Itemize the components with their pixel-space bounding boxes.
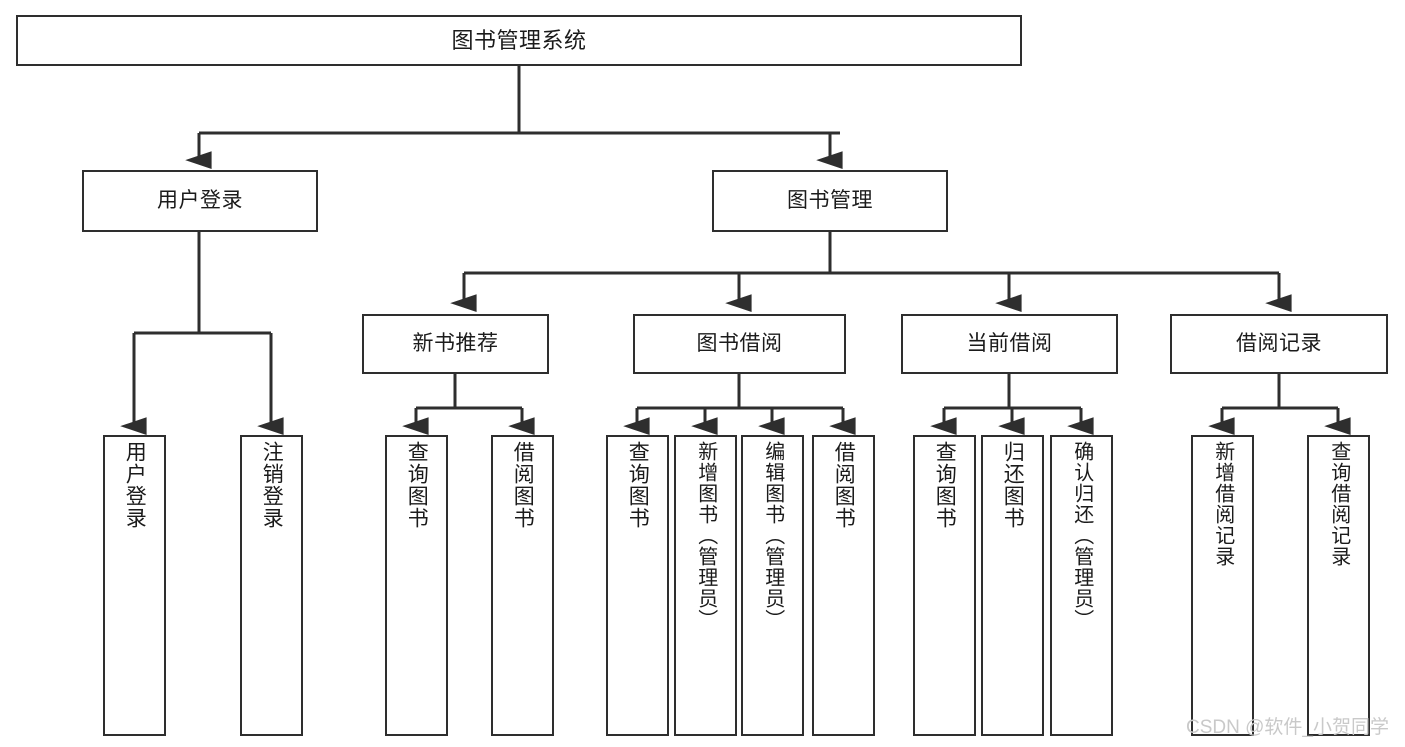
leaf-borrow-add-book-admin[interactable]: 新增图书（管理员） — [674, 435, 737, 736]
leaf-record-add[interactable]: 新增借阅记录 — [1191, 435, 1254, 736]
leaf-new-book-borrow[interactable]: 借阅图书 — [491, 435, 554, 736]
node-label: 查询借阅记录 — [1327, 441, 1350, 567]
node-label: 图书借阅 — [696, 331, 783, 355]
leaf-current-confirm-return-admin[interactable]: 确认归还（管理员） — [1050, 435, 1113, 736]
node-label: 查询图书 — [626, 441, 650, 529]
node-label: 确认归还（管理员） — [1070, 441, 1093, 630]
node-label: 用户登录 — [157, 188, 243, 212]
node-new-book-recommend[interactable]: 新书推荐 — [362, 314, 549, 374]
node-label: 当前借阅 — [966, 331, 1053, 355]
node-label: 图书管理系统 — [451, 27, 587, 53]
leaf-new-book-query[interactable]: 查询图书 — [385, 435, 448, 736]
node-label: 新增借阅记录 — [1211, 441, 1234, 567]
node-book-management[interactable]: 图书管理 — [712, 170, 948, 232]
node-label: 查询图书 — [405, 441, 429, 529]
node-label: 借阅图书 — [511, 441, 535, 529]
leaf-current-query-book[interactable]: 查询图书 — [913, 435, 976, 736]
node-current-borrow[interactable]: 当前借阅 — [901, 314, 1118, 374]
node-label: 注销登录 — [260, 441, 284, 529]
node-user-login[interactable]: 用户登录 — [82, 170, 318, 232]
node-label: 用户登录 — [123, 441, 147, 529]
node-label: 图书管理 — [787, 188, 873, 212]
node-borrow-record[interactable]: 借阅记录 — [1170, 314, 1388, 374]
node-label: 新书推荐 — [412, 331, 499, 355]
node-root-system[interactable]: 图书管理系统 — [16, 15, 1022, 66]
leaf-user-login[interactable]: 用户登录 — [103, 435, 166, 736]
node-label: 归还图书 — [1001, 441, 1025, 529]
leaf-borrow-query-book[interactable]: 查询图书 — [606, 435, 669, 736]
leaf-current-return-book[interactable]: 归还图书 — [981, 435, 1044, 736]
node-label: 编辑图书（管理员） — [761, 441, 784, 630]
leaf-user-logout[interactable]: 注销登录 — [240, 435, 303, 736]
csdn-watermark: CSDN @软件_小贺同学 — [1186, 717, 1389, 738]
leaf-borrow-edit-book-admin[interactable]: 编辑图书（管理员） — [741, 435, 804, 736]
node-label: 借阅记录 — [1236, 331, 1322, 355]
node-label: 新增图书（管理员） — [694, 441, 717, 630]
node-book-borrow[interactable]: 图书借阅 — [633, 314, 846, 374]
leaf-record-query[interactable]: 查询借阅记录 — [1307, 435, 1370, 736]
leaf-borrow-borrow-book[interactable]: 借阅图书 — [812, 435, 875, 736]
node-label: 借阅图书 — [832, 441, 856, 529]
node-label: 查询图书 — [933, 441, 957, 529]
